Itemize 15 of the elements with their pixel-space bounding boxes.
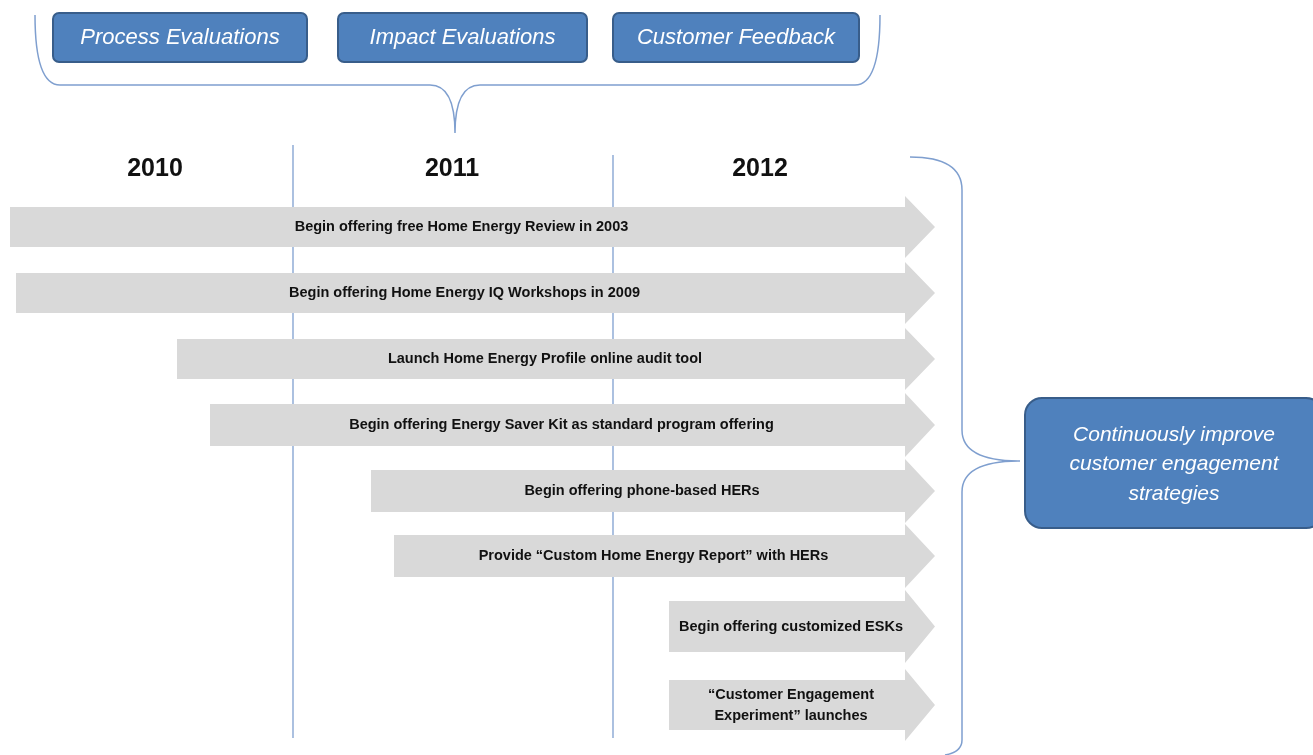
timeline-banner: “Customer Engagement Experiment” launches xyxy=(669,669,935,741)
timeline-banner: Launch Home Energy Profile online audit tool xyxy=(177,328,935,390)
timeline-banner: Begin offering customized ESKs xyxy=(669,590,935,663)
timeline-banner: Provide “Custom Home Energy Report” with HERs xyxy=(394,524,935,588)
year-label: 2012 xyxy=(731,153,789,182)
timeline-banner: Begin offering free Home Energy Review in 2003 xyxy=(10,196,935,258)
year-label: 2011 xyxy=(423,153,481,182)
goal-box: Continuously improve customer engagement strategies xyxy=(1024,397,1313,529)
timeline-banner: Begin offering Energy Saver Kit as standard program offering xyxy=(210,393,935,457)
timeline-banner: Begin offering Home Energy IQ Workshops in 2009 xyxy=(16,262,935,324)
evaluation-box: Process Evaluations xyxy=(52,12,308,63)
timeline-banner: Begin offering phone-based HERs xyxy=(371,459,935,523)
year-label: 2010 xyxy=(126,153,184,182)
evaluation-box: Customer Feedback xyxy=(612,12,860,63)
evaluation-box: Impact Evaluations xyxy=(337,12,588,63)
